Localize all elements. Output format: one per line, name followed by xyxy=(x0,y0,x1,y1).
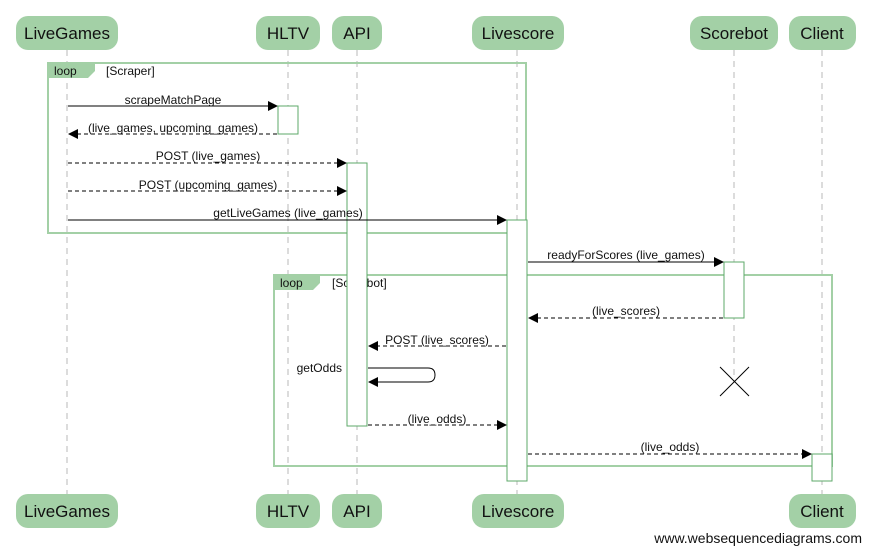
activation-api xyxy=(346,162,368,427)
message-label: POST (live_scores) xyxy=(385,333,489,347)
message-label: (live_games, upcoming_games) xyxy=(88,121,258,135)
participant-hltv[interactable]: HLTV xyxy=(256,16,320,50)
svg-text:HLTV: HLTV xyxy=(267,502,310,521)
svg-text:HLTV: HLTV xyxy=(267,24,310,43)
loop-keyword: loop xyxy=(280,276,303,290)
message-label: readyForScores (live_games) xyxy=(547,248,704,262)
participant-api-bottom[interactable]: API xyxy=(332,494,382,528)
svg-text:Livescore: Livescore xyxy=(482,502,555,521)
message-label: getLiveGames (live_games) xyxy=(213,206,362,220)
lifelines xyxy=(66,50,823,494)
destroy-x-icon xyxy=(719,366,750,397)
loop-keyword: loop xyxy=(54,64,77,78)
activations xyxy=(277,105,833,482)
message-label: POST (live_games) xyxy=(156,149,260,163)
message-label: getOdds xyxy=(297,361,342,375)
participant-client[interactable]: Client xyxy=(789,16,856,50)
svg-text:API: API xyxy=(343,502,370,521)
participant-api[interactable]: API xyxy=(332,16,382,50)
svg-text:LiveGames: LiveGames xyxy=(24,24,110,43)
activation-livescore xyxy=(506,219,528,482)
participant-livegames-bottom[interactable]: LiveGames xyxy=(16,494,118,528)
svg-text:Client: Client xyxy=(800,502,844,521)
participants-top: LiveGames HLTV API Livescore Scorebot Cl… xyxy=(16,16,856,50)
message-label: (live_scores) xyxy=(592,304,660,318)
svg-text:API: API xyxy=(343,24,370,43)
participant-livescore-bottom[interactable]: Livescore xyxy=(472,494,564,528)
loop-condition: [Scraper] xyxy=(106,64,155,78)
activation-client xyxy=(811,453,833,482)
messages: scrapeMatchPage (live_games, upcoming_ga… xyxy=(68,93,812,459)
svg-text:Client: Client xyxy=(800,24,844,43)
activation-hltv xyxy=(277,105,299,135)
message-label: POST (upcoming_games) xyxy=(139,178,278,192)
participant-livescore[interactable]: Livescore xyxy=(472,16,564,50)
activation-scorebot xyxy=(723,261,745,319)
svg-text:Livescore: Livescore xyxy=(482,24,555,43)
message-label: scrapeMatchPage xyxy=(125,93,222,107)
participants-bottom: LiveGames HLTV API Livescore Client xyxy=(16,494,856,528)
watermark: www.websequencediagrams.com xyxy=(653,530,862,546)
svg-text:Scorebot: Scorebot xyxy=(700,24,768,43)
participant-hltv-bottom[interactable]: HLTV xyxy=(256,494,320,528)
participant-livegames[interactable]: LiveGames xyxy=(16,16,118,50)
participant-scorebot[interactable]: Scorebot xyxy=(690,16,778,50)
loop-frame-scraper: loop [Scraper] xyxy=(47,62,527,234)
message-label: (live_odds) xyxy=(641,440,700,454)
participant-client-bottom[interactable]: Client xyxy=(789,494,856,528)
svg-text:LiveGames: LiveGames xyxy=(24,502,110,521)
message-label: (live_odds) xyxy=(408,412,467,426)
self-message-arrow xyxy=(368,367,436,387)
